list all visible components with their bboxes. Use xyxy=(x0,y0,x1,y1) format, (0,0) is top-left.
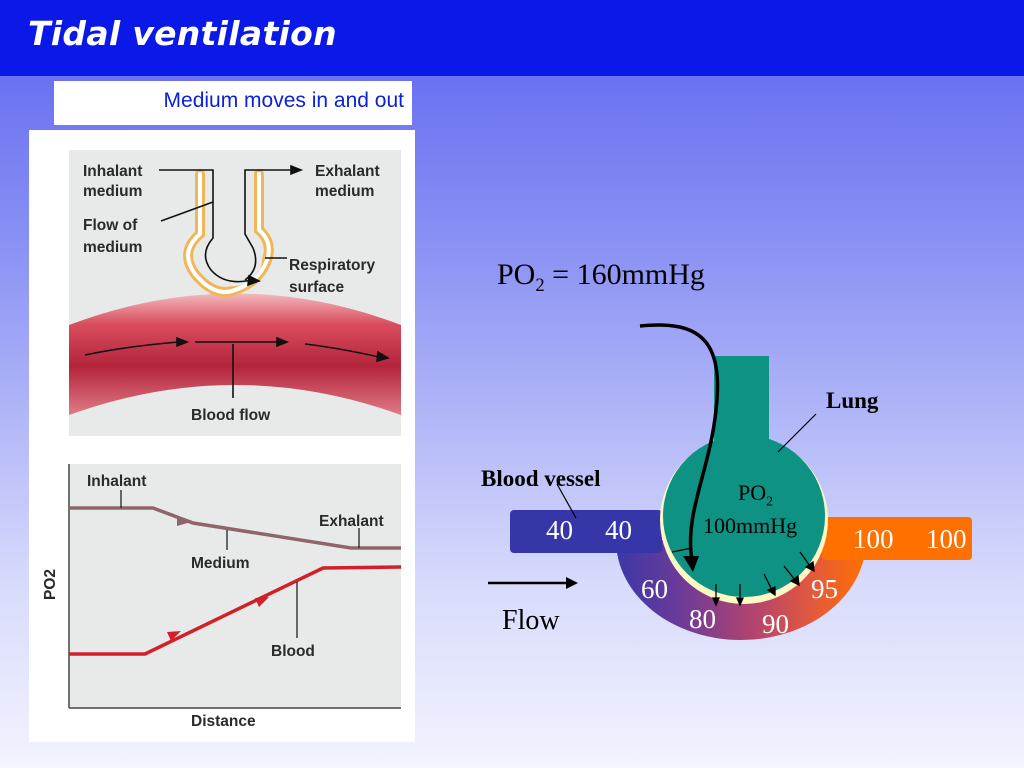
value-inlet-2: 40 xyxy=(605,515,632,545)
value-outlet-2: 100 xyxy=(926,524,967,554)
blood-vessel-label: Blood vessel xyxy=(481,466,601,491)
blood-arrow-icon xyxy=(255,597,269,607)
graph-label-blood: Blood xyxy=(271,643,315,660)
title-bar: Tidal ventilation xyxy=(0,0,1024,76)
air-flow-arrow-icon xyxy=(683,556,699,572)
value-outlet-1: 100 xyxy=(853,524,894,554)
flow-arrow-icon xyxy=(247,274,262,287)
blood-arrow-icon xyxy=(376,350,391,363)
flow-in-path xyxy=(159,169,252,283)
label-flow-medium: medium xyxy=(83,239,142,256)
value-60: 60 xyxy=(641,574,668,604)
blood-arrow-icon xyxy=(176,336,190,348)
label-respiratory: Respiratory xyxy=(289,257,376,274)
diffusion-arrow xyxy=(783,565,796,581)
slide-title: Tidal ventilation xyxy=(28,14,337,53)
vessel-inlet xyxy=(510,510,662,553)
textbook-figure: Inhalant medium Exhalant medium Flow of … xyxy=(29,130,415,742)
value-80: 80 xyxy=(689,604,716,634)
medium-curve xyxy=(69,506,401,550)
value-95: 95 xyxy=(811,574,838,604)
vessel-outlet xyxy=(822,517,972,560)
blood-arrow-line xyxy=(84,341,180,356)
diffusion-arrow xyxy=(763,573,773,591)
flow-arrow-icon xyxy=(566,577,578,589)
value-inlet-1: 40 xyxy=(546,515,573,545)
subtitle-box: Medium moves in and out xyxy=(54,81,412,125)
diffusion-arrow-icon xyxy=(736,597,744,607)
label-exhalant-2: medium xyxy=(315,183,374,200)
label-blood-flow: Blood flow xyxy=(191,407,271,424)
graph-bg xyxy=(69,464,401,708)
blood-curve xyxy=(69,565,402,656)
po2-outside-label: PO2 = 160mmHg xyxy=(497,258,705,296)
graph-label-medium: Medium xyxy=(191,555,250,572)
label-inhalant-2: medium xyxy=(83,183,142,200)
diffusion-arrow-icon xyxy=(804,560,815,573)
lung-leader xyxy=(777,413,817,453)
diffusion-arrow-icon xyxy=(789,574,800,587)
diffusion-arrow-icon xyxy=(712,597,720,607)
diffusion-arrow-icon xyxy=(766,586,776,597)
subtitle: Medium moves in and out xyxy=(163,89,404,112)
respiratory-surface-lining xyxy=(186,172,271,294)
blood-arrow-line xyxy=(304,343,380,358)
graph-y-label: PO2 xyxy=(42,569,59,600)
graph-label-inhalant: Inhalant xyxy=(87,473,146,490)
vessel-leader xyxy=(556,483,577,519)
blood-arrow-icon xyxy=(167,631,181,641)
diffusion-arrow xyxy=(799,551,811,567)
air-flow-path xyxy=(639,323,720,561)
graph-x-label: Distance xyxy=(191,713,256,730)
lung-label: Lung xyxy=(826,388,879,413)
label-flow-of: Flow of xyxy=(83,217,138,234)
flow-label: Flow xyxy=(502,605,560,636)
po2-inside-label: PO2 xyxy=(738,480,773,509)
flow-leader-line xyxy=(160,201,214,222)
blood-vessel-band xyxy=(69,293,401,415)
textbook-figure-svg: Inhalant medium Exhalant medium Flow of … xyxy=(42,150,402,730)
label-inhalant: Inhalant xyxy=(83,163,142,180)
label-exhalant: Exhalant xyxy=(315,163,380,180)
label-surface: surface xyxy=(289,279,345,296)
po2-inside-value: 100mmHg xyxy=(703,513,798,538)
blood-arrow-icon xyxy=(276,336,290,348)
value-90: 90 xyxy=(762,609,789,639)
exhalant-arrow-icon xyxy=(290,164,304,176)
medium-arrow-icon xyxy=(177,516,191,526)
diffusion-arrow xyxy=(671,547,693,553)
graph-label-exhalant: Exhalant xyxy=(319,513,384,530)
